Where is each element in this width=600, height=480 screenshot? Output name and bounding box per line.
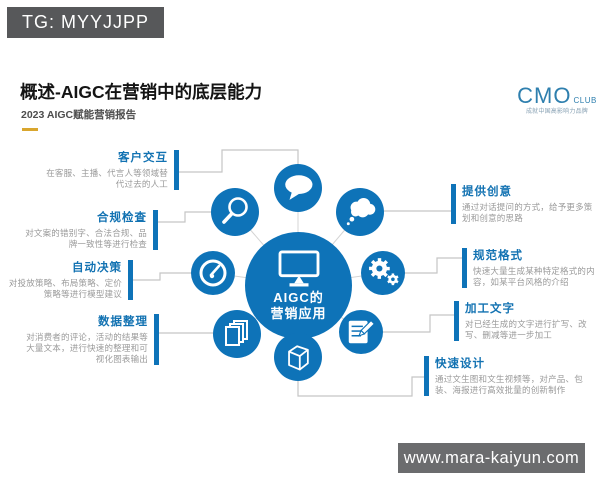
feature-item-data-organize: 数据整理 对消费者的评论，活动的结果等大量文本，进行快速的整理和可视化图表输出: [22, 314, 159, 365]
magnifier-icon: [222, 197, 248, 224]
center-circle-aigc: AIGC的 营销应用: [245, 232, 352, 339]
logo-tagline: 成就中国高影响力品牌: [525, 109, 588, 115]
feature-title: 加工文字: [465, 303, 515, 315]
cmo-club-logo: CMO CLUB 成就中国高影响力品牌: [517, 85, 596, 116]
satellite-circle-data: [213, 310, 261, 358]
gauge-icon: [199, 259, 227, 287]
cube-icon: [288, 345, 309, 371]
feature-item-customer-interaction: 客户交互 在客服、主播、代言人等领域替代过去的人工: [42, 150, 179, 190]
page-title: 概述-AIGC在营销中的底层能力: [20, 82, 263, 102]
satellite-circle-decision: [191, 251, 235, 295]
feature-accent-bar: [128, 260, 133, 300]
gears-icon: [369, 258, 399, 286]
logo-main-text: CMO: [517, 83, 572, 108]
website-url-bar: www.mara-kaiyun.com: [398, 443, 585, 473]
feature-accent-bar: [462, 248, 467, 288]
feature-desc: 对已经生成的文字进行扩写、改写、删减等进一步加工: [465, 319, 587, 340]
satellite-circle-edit: [339, 310, 383, 354]
feature-title: 自动决策: [72, 262, 122, 274]
title-underline: [22, 128, 38, 131]
feature-item-compliance-check: 合规检查 对文案的错别字、合法合规、品牌一致性等进行检查: [21, 210, 158, 250]
feature-title: 规范格式: [473, 250, 523, 262]
logo-sub-text: CLUB: [573, 96, 597, 105]
documents-icon: [225, 320, 248, 346]
satellite-circle-inspect: [211, 188, 259, 236]
center-label: AIGC的 营销应用: [270, 289, 327, 321]
feature-title: 客户交互: [118, 152, 168, 164]
feature-title: 提供创意: [462, 186, 512, 198]
feature-desc: 通过文生图和文生视频等，对产品、包装、海报进行高效批量的创新制作: [435, 374, 583, 395]
feature-desc: 通过对话提问的方式，给予更多策划和创意的思路: [462, 202, 593, 223]
feature-title: 数据整理: [98, 316, 148, 328]
feature-accent-bar: [454, 301, 459, 341]
feature-accent-bar: [174, 150, 179, 190]
feature-title: 合规检查: [97, 212, 147, 224]
feature-item-rapid-design: 快速设计 通过文生图和文生视频等，对产品、包装、海报进行高效批量的创新制作: [424, 356, 586, 396]
notepad-pencil-icon: [348, 319, 376, 344]
page-subtitle: 2023 AIGC赋能营销报告: [21, 109, 137, 121]
feature-item-process-text: 加工文字 对已经生成的文字进行扩写、改写、删减等进一步加工: [454, 301, 594, 341]
feature-item-auto-decision: 自动决策 对投放策略、布局策略、定价策略等进行模型建议: [2, 260, 133, 300]
satellite-circle-idea: [336, 188, 384, 236]
thought-cloud-icon: [346, 198, 376, 226]
chat-bubble-icon: [285, 175, 313, 200]
feature-accent-bar: [451, 184, 456, 224]
feature-item-standard-format: 规范格式 快速大量生成某种特定格式的内容，如某平台风格的介绍: [462, 248, 598, 288]
feature-item-provide-ideas: 提供创意 通过对话提问的方式，给予更多策划和创意的思路: [451, 184, 593, 224]
feature-desc: 快速大量生成某种特定格式的内容，如某平台风格的介绍: [473, 266, 595, 287]
feature-desc: 在客服、主播、代言人等领域替代过去的人工: [46, 168, 168, 189]
monitor-icon: [278, 249, 319, 286]
feature-desc: 对文案的错别字、合法合规、品牌一致性等进行检查: [25, 228, 147, 249]
feature-accent-bar: [424, 356, 429, 396]
feature-accent-bar: [153, 210, 158, 250]
feature-desc: 对消费者的评论，活动的结果等大量文本，进行快速的整理和可视化图表输出: [26, 332, 148, 364]
satellite-circle-chat: [274, 164, 322, 212]
tg-badge: TG: MYYJJPP: [7, 7, 165, 38]
feature-title: 快速设计: [435, 358, 485, 370]
satellite-circle-design: [274, 333, 322, 381]
feature-desc: 对投放策略、布局策略、定价策略等进行模型建议: [8, 278, 122, 299]
satellite-circle-format: [361, 251, 405, 295]
feature-accent-bar: [154, 314, 159, 365]
